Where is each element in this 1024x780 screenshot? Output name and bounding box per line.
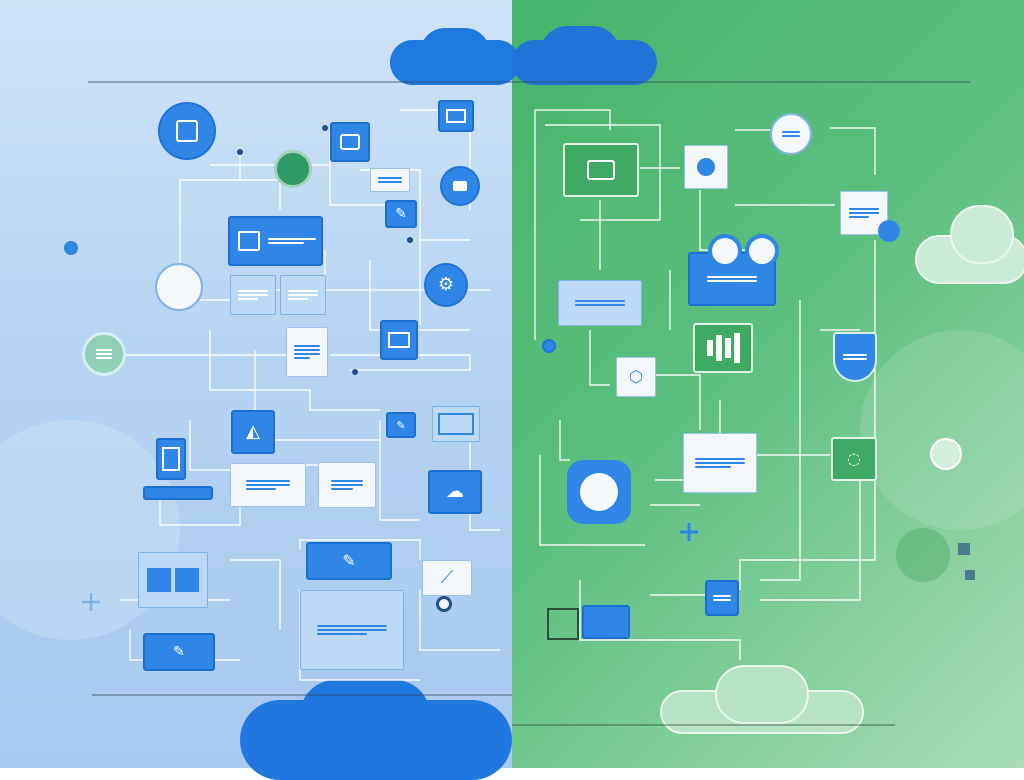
left-half-background [0,0,512,768]
shield-icon [833,332,877,382]
person-avatar-icon-b [745,234,779,268]
split-card-icon [138,552,208,608]
cloud-right-white-puff [950,205,1014,264]
globe-icon [274,150,312,188]
chat-bubble-icon: ◌ [831,437,877,481]
image-card-icon [558,280,642,326]
text-card-icon-a [230,463,306,507]
menu-circle-icon [82,332,126,376]
small-square-icon [958,543,970,555]
cloud-top-right-puff [540,26,620,81]
document-icon-small [370,168,410,192]
square-icon [158,102,216,160]
calendar-icon [432,406,480,442]
cloud-faint-right-bg [860,330,1024,530]
cloud-icon: ☁ [428,470,482,514]
document-icon-blue [705,580,739,616]
gear-icon: ⚙ [424,263,468,307]
image-icon-right [582,605,630,639]
person-avatar-icon-a [708,234,742,268]
camera-icon [563,143,639,197]
light-circle-icon [930,438,962,470]
pen-icon-tiny: ✎ [386,412,416,438]
box-icon: ⬡ [616,357,656,397]
empty-circle-icon [155,263,203,311]
blue-dot-icon [878,220,900,242]
chat-icon-right [567,460,631,524]
small-square-icon-b [965,570,975,580]
dot-icon [64,241,78,255]
chart-icon: ⟋ [422,560,472,596]
document-icon [286,327,328,377]
tablet-icon [156,438,186,480]
pen-card-icon-b: ✎ [143,633,215,671]
bar-strip-icon [143,486,213,500]
list-panel-icon [300,590,404,670]
list-card-icon-b [280,275,326,315]
person-icon-small [684,145,728,189]
chart-icon-right [693,323,753,373]
document-card-icon [683,433,757,493]
image-icon: ◭ [231,410,275,454]
cloud-top-left-puff [420,28,490,78]
cloud-bottom-left-puff [300,680,430,750]
outline-square-icon [547,608,579,640]
profile-card-icon [228,216,323,266]
monitor-icon [440,166,480,206]
small-ring-icon [436,596,452,612]
monitor-icon-b [380,320,418,360]
text-card-icon-b [318,462,376,508]
pen-card-icon: ✎ [306,542,392,580]
list-card-icon-a [230,275,276,315]
document-icon-right [840,191,888,235]
blue-node-dot [542,339,556,353]
folder-icon [438,100,474,132]
chat-icon [330,122,370,162]
chart-circle-icon [770,113,812,155]
cloud-bottom-right-puff [715,665,809,724]
pen-icon-small: ✎ [385,200,417,228]
faint-circle-icon [896,528,950,582]
